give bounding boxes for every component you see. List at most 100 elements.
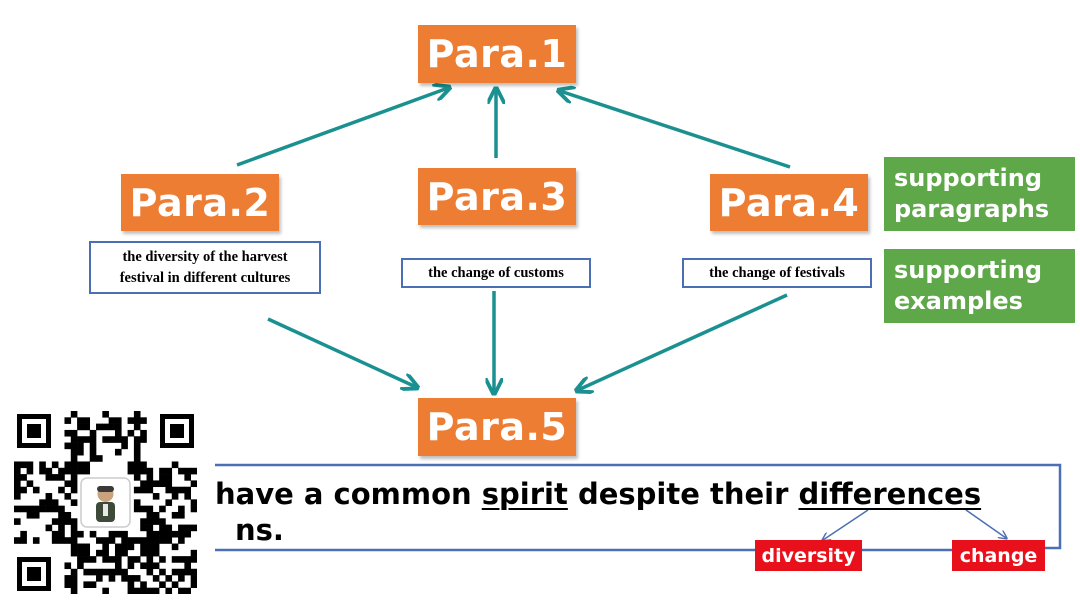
qr-module (159, 568, 166, 576)
para-4-note: the change of festivals (682, 258, 872, 288)
qr-module (146, 474, 154, 481)
qr-module (51, 461, 59, 469)
qr-module (64, 581, 72, 588)
qr-module (121, 568, 128, 576)
qr-module (146, 587, 154, 595)
qr-module (58, 511, 65, 519)
sentence-line-2: ns. (235, 513, 284, 547)
qr-module (159, 581, 166, 588)
qr-module (146, 537, 154, 544)
qr-module (70, 480, 78, 488)
qr-module (140, 518, 147, 525)
qr-module (108, 556, 116, 563)
qr-module (133, 461, 141, 469)
qr-module (108, 417, 116, 424)
qr-module (152, 518, 160, 525)
para-2-note-line2: festival in different cultures (119, 269, 291, 286)
qr-module (184, 562, 191, 570)
qr-module (165, 467, 173, 475)
qr-module (14, 461, 21, 469)
qr-module (77, 423, 84, 431)
qr-module (70, 455, 78, 462)
qr-module (108, 537, 116, 544)
qr-module (152, 493, 160, 500)
qr-module (20, 474, 27, 481)
qr-module (133, 474, 141, 481)
qr-module (77, 562, 84, 570)
qr-module (133, 423, 141, 431)
legend-supporting-paragraphs: supporting paragraphs (884, 157, 1075, 231)
qr-module (184, 486, 191, 494)
qr-module (39, 505, 46, 513)
qr-module (64, 417, 72, 424)
qr-module (152, 530, 160, 538)
qr-module (178, 467, 185, 475)
qr-module (146, 486, 154, 494)
qr-module (178, 575, 185, 582)
word-spirit: spirit (481, 477, 568, 511)
qr-module (127, 581, 135, 588)
qr-module (184, 474, 191, 481)
qr-module (127, 543, 135, 551)
qr-module (70, 411, 78, 418)
qr-module (70, 442, 78, 450)
qr-module (114, 423, 122, 431)
qr-module (171, 493, 179, 500)
qr-module (178, 537, 185, 544)
qr-module (152, 549, 160, 557)
qr-module (133, 411, 141, 418)
qr-module (96, 549, 103, 557)
qr-module (14, 480, 21, 488)
qr-module (83, 467, 91, 475)
qr-module (133, 499, 141, 506)
qr-module (14, 486, 21, 494)
legend-examples-line2: examples (894, 287, 1023, 315)
para-3-box: Para.3 (418, 168, 576, 225)
qr-module (190, 505, 198, 513)
qr-module (58, 467, 65, 475)
sentence-text-2: despite their (567, 477, 799, 511)
qr-module (140, 461, 147, 469)
qr-module (64, 461, 72, 469)
qr-module (89, 581, 97, 588)
qr-module (146, 511, 154, 519)
qr-module (45, 524, 53, 532)
qr-module (114, 556, 122, 563)
qr-module (133, 442, 141, 450)
qr-module (77, 556, 84, 563)
qr-module (140, 537, 147, 544)
qr-module (146, 530, 154, 538)
sentence-frame (215, 463, 1062, 550)
para-2-box: Para.2 (121, 174, 279, 231)
qr-module (159, 537, 166, 544)
qr-module (159, 505, 166, 513)
qr-module (20, 486, 27, 494)
qr-module (171, 556, 179, 563)
qr-module (64, 575, 72, 582)
qr-module (77, 448, 84, 456)
qr-module (121, 543, 128, 551)
qr-module (184, 587, 191, 595)
para-5-box: Para.5 (418, 398, 576, 456)
qr-module (127, 537, 135, 544)
qr-module (140, 587, 147, 595)
qr-module (152, 587, 160, 595)
qr-module (64, 480, 72, 488)
qr-module (133, 417, 141, 424)
qr-module (140, 480, 147, 488)
qr-module (70, 549, 78, 557)
qr-module (14, 493, 21, 500)
qr-module (121, 442, 128, 450)
qr-module (70, 461, 78, 469)
qr-module (165, 530, 173, 538)
qr-module (159, 474, 166, 481)
qr-module (102, 556, 109, 563)
qr-module (58, 530, 65, 538)
qr-module (146, 562, 154, 570)
avatar-icon (80, 477, 131, 528)
qr-module (89, 556, 97, 563)
qr-module (178, 511, 185, 519)
qr-module (190, 581, 198, 588)
qr-module (102, 423, 109, 431)
qr-module (133, 587, 141, 595)
